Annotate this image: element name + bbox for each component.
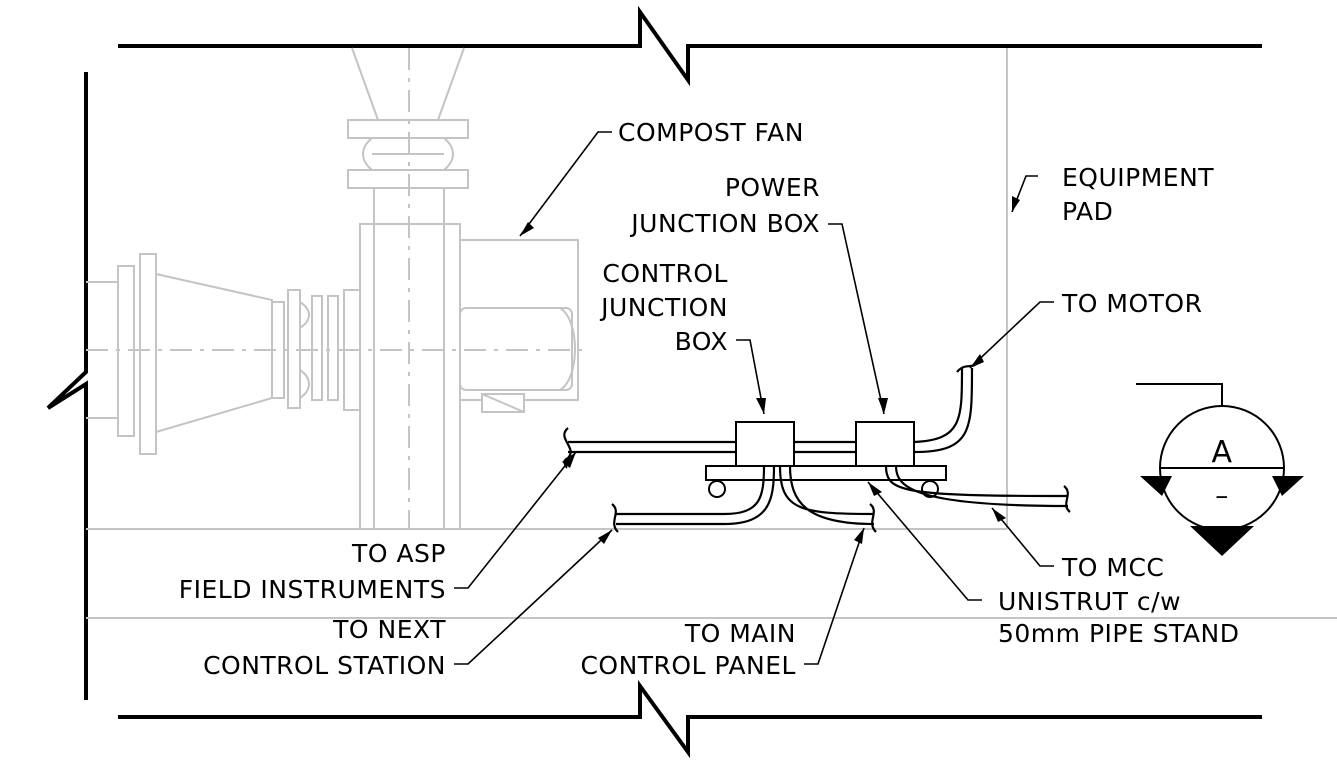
- label-control-jb-1: CONTROL: [602, 259, 728, 288]
- section-marker-lower: –: [1215, 481, 1229, 511]
- junction-boxes: [735, 421, 915, 467]
- label-equipment-pad-1: EQUIPMENT: [1062, 163, 1214, 192]
- label-to-asp-2: FIELD INSTRUMENTS: [179, 575, 446, 604]
- power-junction-box: [855, 421, 915, 467]
- top-break-line: [118, 5, 1262, 87]
- label-to-mcc: TO MCC: [1061, 553, 1164, 582]
- section-marker: A –: [1136, 383, 1304, 556]
- label-unistrut-1: UNISTRUT c/w: [998, 587, 1181, 616]
- label-to-next-1: TO NEXT: [332, 615, 446, 644]
- label-to-motor: TO MOTOR: [1061, 289, 1202, 318]
- label-to-next-2: CONTROL STATION: [203, 651, 446, 680]
- label-control-jb-2: JUNCTION: [599, 293, 728, 322]
- control-junction-box: [735, 421, 795, 467]
- bottom-break-line: [118, 679, 1262, 759]
- compost-fan: [86, 47, 586, 530]
- equipment-pad: [86, 48, 1337, 619]
- left-break-line: [46, 72, 88, 700]
- label-unistrut-2: 50mm PIPE STAND: [998, 619, 1239, 648]
- label-power-jb-2: JUNCTION BOX: [629, 209, 820, 238]
- boundary-lines: [46, 5, 1262, 759]
- leaders: [454, 131, 1054, 665]
- label-power-jb-1: POWER: [725, 173, 820, 202]
- label-equipment-pad-2: PAD: [1062, 197, 1113, 226]
- section-marker-upper: A: [1211, 435, 1232, 470]
- unistrut-stand: [705, 465, 947, 498]
- labels: COMPOST FAN POWER JUNCTION BOX EQUIPMENT…: [179, 118, 1239, 680]
- label-control-jb-3: BOX: [675, 327, 728, 356]
- label-to-asp-1: TO ASP: [351, 539, 446, 568]
- cables: [563, 361, 1071, 533]
- label-to-main-2: CONTROL PANEL: [580, 651, 796, 680]
- label-to-main-1: TO MAIN: [684, 619, 796, 648]
- label-compost-fan: COMPOST FAN: [618, 118, 804, 147]
